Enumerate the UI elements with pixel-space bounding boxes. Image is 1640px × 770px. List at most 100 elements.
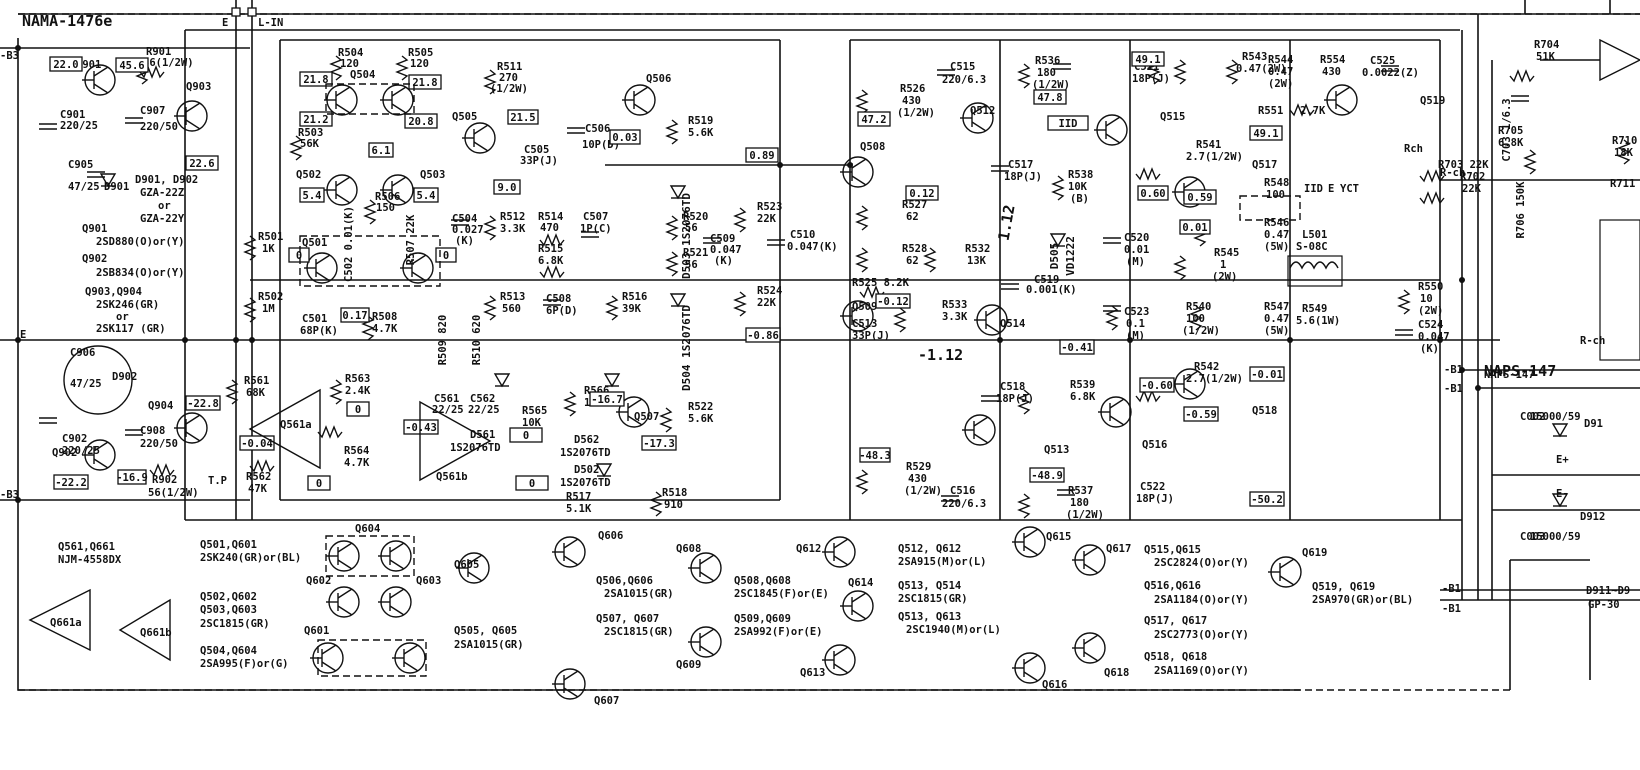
part-label: R546 <box>1264 217 1289 229</box>
capacitor-symbol <box>567 127 585 134</box>
part-label: R517 <box>566 491 591 503</box>
resistor-symbol <box>361 315 375 341</box>
voltage-reading: 21.8 <box>299 71 333 87</box>
svg-text:-48.9: -48.9 <box>1031 470 1063 482</box>
part-label: R710 <box>1612 135 1637 147</box>
part-label: R544 <box>1268 54 1293 66</box>
diode-symbol <box>493 373 511 388</box>
junction-dot <box>15 337 21 343</box>
part-label: R549 <box>1302 303 1327 315</box>
part-label: 18P(J) <box>1136 493 1174 505</box>
transistor-symbol <box>326 540 360 572</box>
capacitor-symbol <box>1381 65 1399 72</box>
part-label: 100 <box>1186 313 1205 325</box>
part-label: (M) <box>1126 256 1145 268</box>
part-label: C523 <box>1124 306 1149 318</box>
part-label: C504 <box>452 213 477 225</box>
part-label: R704 <box>1534 39 1559 51</box>
voltage-reading: 5.4 <box>413 187 439 203</box>
part-label: 56 <box>685 222 698 234</box>
transistor-symbol <box>310 642 344 674</box>
svg-text:-22.8: -22.8 <box>187 398 219 410</box>
voltage-reading: 0 <box>515 475 549 491</box>
voltage-reading: 22.0 <box>49 56 83 72</box>
board-frame <box>0 0 1640 691</box>
diode-label: D503 1S2076TD <box>680 193 693 279</box>
part-label: 22/25 <box>432 404 464 416</box>
capacitor-symbol <box>1057 489 1075 496</box>
part-label: R540 <box>1186 301 1211 313</box>
voltage-reading: 0 <box>509 427 543 443</box>
part-label: 0.47 <box>1264 229 1289 241</box>
part-label: E <box>1328 183 1334 195</box>
part-label: Q619 <box>1302 547 1327 559</box>
part-label: E+ <box>1556 454 1569 466</box>
resistor-symbol <box>733 207 747 233</box>
part-label: D502 <box>574 464 599 476</box>
part-label: Q515 <box>1160 111 1185 123</box>
svg-text:21.8: 21.8 <box>303 74 328 86</box>
part-label: Q504,Q604 <box>200 645 257 657</box>
part-label: 1K <box>262 243 275 255</box>
part-label: 2SC2824(O)or(Y) <box>1154 557 1249 569</box>
voltage-reading: -22.8 <box>185 395 221 411</box>
svg-text:0: 0 <box>523 430 529 442</box>
part-label: R901 <box>146 46 171 58</box>
part-label: 2SA992(F)or(E) <box>734 626 823 638</box>
resistor-symbol <box>563 391 577 417</box>
svg-text:-0.41: -0.41 <box>1061 342 1093 354</box>
resistor-symbol <box>1509 69 1535 83</box>
voltage-reading: -0.01 <box>1249 366 1285 382</box>
part-label: 33P(J) <box>520 155 558 167</box>
resistor-symbol <box>855 205 869 231</box>
transistor-symbol <box>1012 526 1046 558</box>
resistor-symbol <box>1523 149 1537 175</box>
part-label: R519 <box>688 115 713 127</box>
part-label: 220/25 <box>60 120 98 132</box>
junction-dot <box>15 497 21 503</box>
part-label: YCT <box>1340 183 1359 195</box>
part-label: 2SA1015(GR) <box>454 639 524 651</box>
voltage-reading: -48.3 <box>859 447 891 463</box>
vertical-part-label: R507 22K <box>405 214 417 265</box>
voltage-reading: 45.6 <box>115 57 149 73</box>
voltage-reading: 0.59 <box>1183 189 1217 205</box>
resistor-symbol <box>1397 289 1411 315</box>
part-label: 33P(J) <box>852 330 890 342</box>
part-label: R563 <box>345 373 370 385</box>
part-label: 1M <box>262 303 275 315</box>
resistor-symbol <box>855 247 869 273</box>
part-label: 18K <box>1614 147 1634 159</box>
part-label: 47/25 <box>70 378 102 390</box>
capacitor-symbol <box>1053 63 1071 70</box>
resistor-symbol <box>483 215 497 241</box>
part-label: Q516,Q616 <box>1144 580 1201 592</box>
part-label: 56 <box>685 259 698 271</box>
capacitor-symbol <box>1395 329 1413 336</box>
junction-dot <box>233 337 239 343</box>
svg-text:-0.59: -0.59 <box>1185 409 1217 421</box>
diode-symbol <box>99 173 117 188</box>
capacitor-symbol <box>1103 237 1121 244</box>
transistor-symbol <box>324 84 358 116</box>
voltage-reading: 5.4 <box>299 187 325 203</box>
svg-text:-0.60: -0.60 <box>1141 380 1173 392</box>
part-label: 15000/59 <box>1530 531 1581 543</box>
part-label: C516 <box>950 485 975 497</box>
diode-symbol <box>595 463 613 478</box>
part-label: 6.8K <box>1498 137 1524 149</box>
transistor-symbol <box>462 122 496 154</box>
part-label: 0.047 <box>1418 331 1450 343</box>
part-label: 3.3K <box>500 223 526 235</box>
part-label: 6.8K <box>1070 391 1096 403</box>
part-label: C562 <box>470 393 495 405</box>
part-label: S-08C <box>1296 241 1328 253</box>
resistor-symbol <box>225 379 239 405</box>
capacitor-symbol <box>39 417 57 424</box>
resistor-symbol <box>329 55 343 81</box>
junction-dot <box>1287 337 1293 343</box>
part-label: 910 <box>664 499 683 511</box>
transistor-symbol <box>400 252 434 284</box>
part-label: R523 <box>757 201 782 213</box>
svg-text:-0.04: -0.04 <box>241 438 273 450</box>
